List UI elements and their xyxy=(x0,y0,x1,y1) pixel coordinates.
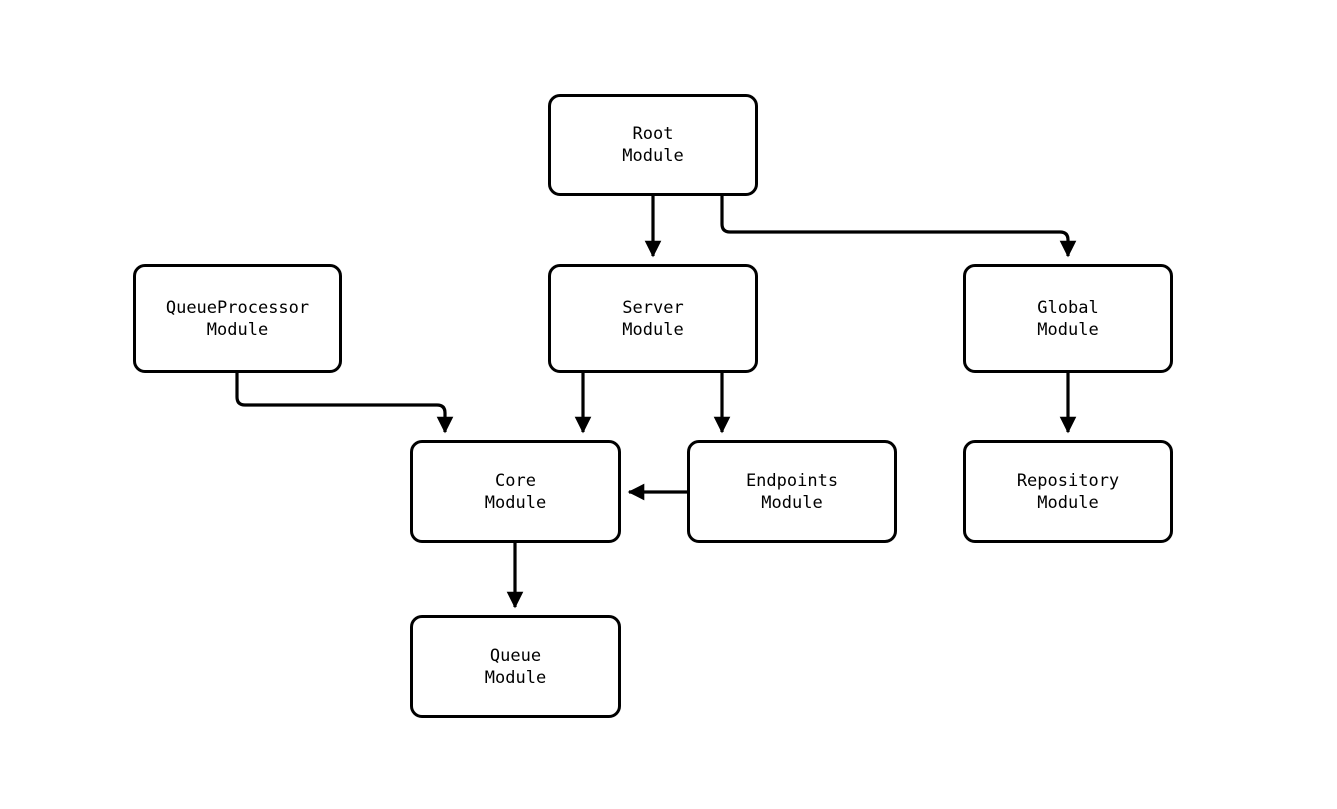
node-queueprocessor-module[interactable]: QueueProcessor Module xyxy=(133,264,342,373)
node-global-module-label-line1: Global xyxy=(1037,297,1099,318)
edge-queueprocessor-to-core xyxy=(235,373,454,434)
node-queueprocessor-module-label-line1: QueueProcessor xyxy=(165,297,310,318)
node-server-module-label-line1: Server xyxy=(622,297,684,318)
node-queue-module-label-line1: Queue xyxy=(489,645,542,666)
node-endpoints-module[interactable]: Endpoints Module xyxy=(687,440,897,543)
node-core-module-label-line1: Core xyxy=(495,470,536,491)
node-global-module-label-line2: Module xyxy=(1037,319,1099,340)
node-endpoints-module-label-line2: Module xyxy=(761,492,823,513)
node-repository-module[interactable]: Repository Module xyxy=(963,440,1173,543)
node-core-module[interactable]: Core Module xyxy=(410,440,621,543)
node-root-module-label-line1: Root xyxy=(632,124,674,144)
node-queue-module[interactable]: Queue Module xyxy=(410,615,621,718)
node-repository-module-label-line2: Module xyxy=(1037,492,1099,513)
node-endpoints-module-label-line1: Endpoints xyxy=(745,470,839,491)
node-server-module-label-line2: Module xyxy=(622,319,684,340)
node-core-module-label-line2: Module xyxy=(484,492,547,513)
node-global-module[interactable]: Global Module xyxy=(963,264,1173,373)
node-root-module-label-line2: Module xyxy=(622,146,684,166)
node-queueprocessor-module-label-line2: Module xyxy=(206,319,269,340)
node-queue-module-label-line2: Module xyxy=(484,667,547,688)
node-root-module[interactable]: Root Module xyxy=(548,94,758,196)
node-repository-module-label-line1: Repository xyxy=(1016,470,1120,491)
node-server-module[interactable]: Server Module xyxy=(548,264,758,373)
edge-root-to-global xyxy=(720,196,1077,258)
